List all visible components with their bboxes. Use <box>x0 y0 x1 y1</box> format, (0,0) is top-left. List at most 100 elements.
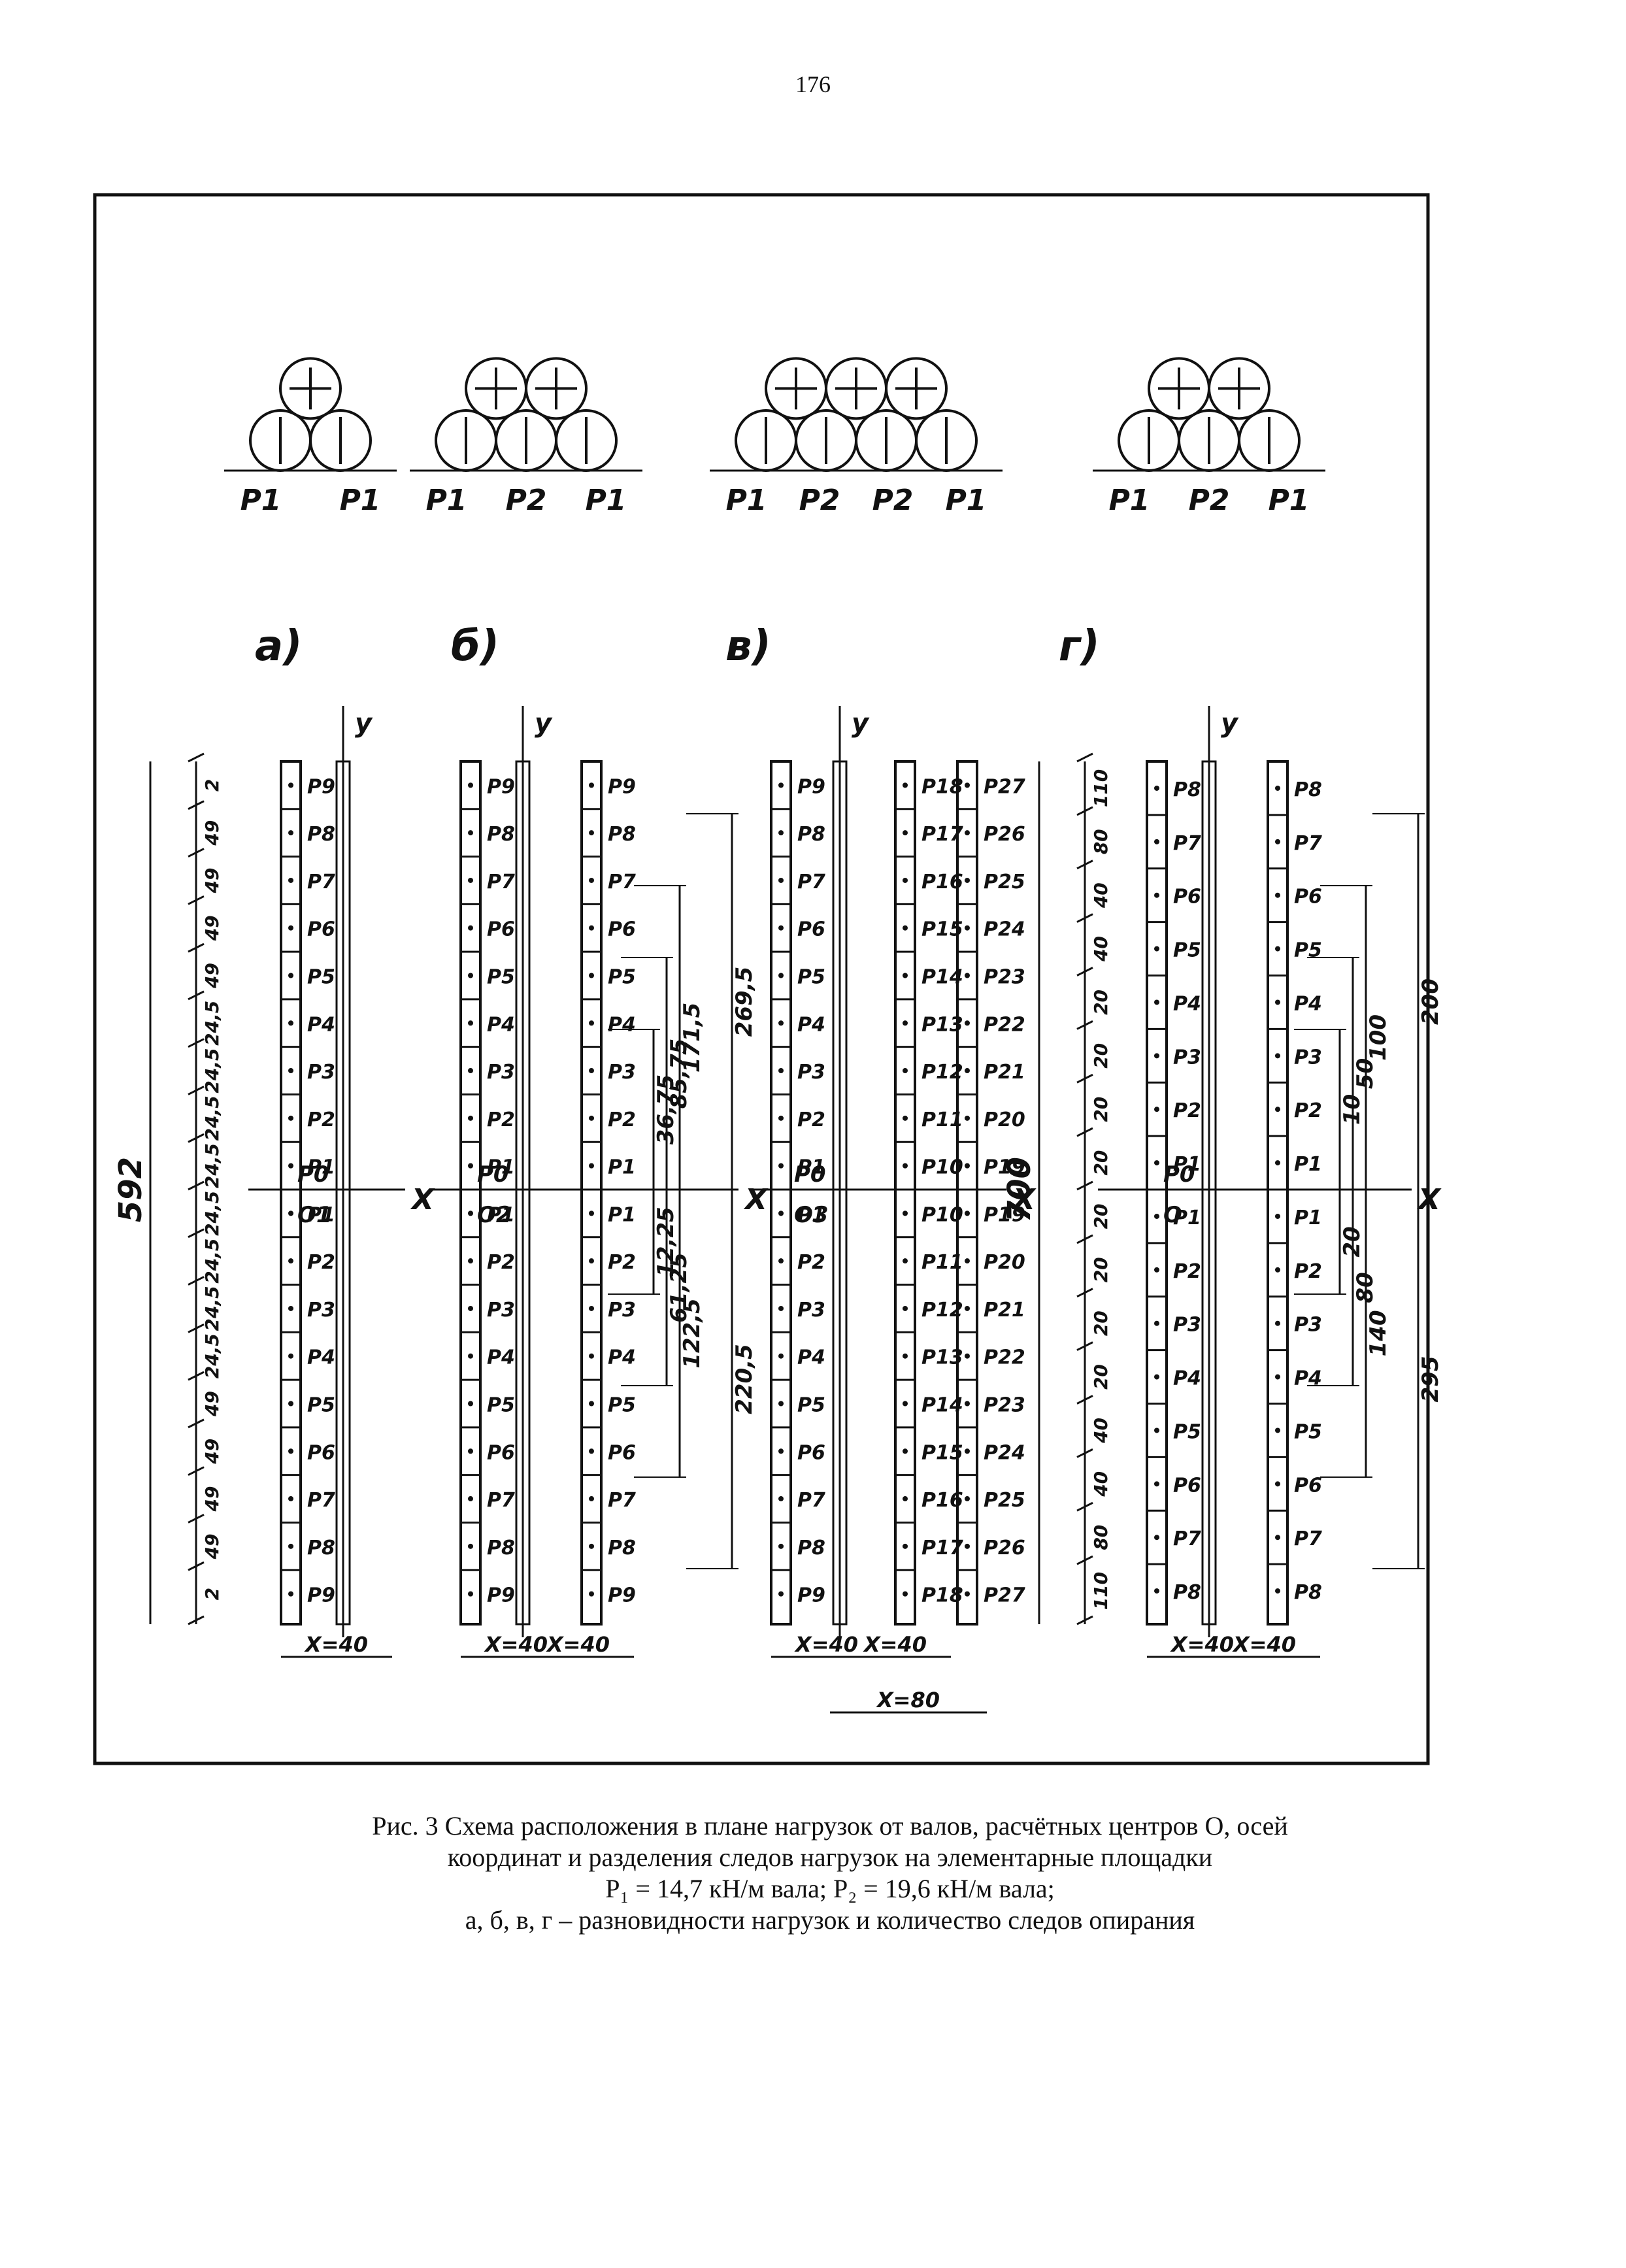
centroid-dot <box>1275 1213 1280 1219</box>
dimension-value: 20 <box>1090 1097 1112 1122</box>
dimension-value: 20 <box>1090 1043 1112 1069</box>
dimension-tick <box>188 1466 205 1476</box>
segment-label: P3 <box>797 1299 825 1322</box>
centroid-dot <box>1154 1588 1159 1594</box>
load-schemes: а)yXP0O1P9P8P7P6P5P4P3P2P1P1P2P3P4P5P6P7… <box>112 622 1444 1714</box>
centroid-dot <box>589 1258 594 1264</box>
centroid-dot <box>965 1353 970 1359</box>
centroid-dot <box>778 1401 784 1407</box>
centroid-dot <box>965 1210 970 1216</box>
segment-label: P5 <box>1173 1420 1201 1443</box>
centroid-dot <box>589 973 594 978</box>
centroid-dot <box>965 877 970 883</box>
centroid-dot <box>778 1496 784 1502</box>
centroid-dot <box>589 1020 594 1026</box>
segment-label: P5 <box>307 966 335 989</box>
segment-label: P1 <box>1294 1153 1322 1176</box>
dimension-value: 49 <box>201 820 223 846</box>
dimension-tick <box>188 1615 205 1626</box>
centroid-dot <box>778 1068 784 1074</box>
segment-label: P2 <box>1173 1260 1201 1283</box>
dimension-value: 24,5 <box>201 1143 223 1188</box>
segment-label: P23 <box>984 966 1025 989</box>
strip-outline <box>280 760 302 1626</box>
dimension-value: 220,5 <box>731 1344 757 1414</box>
strip-outline <box>459 760 482 1626</box>
centroid-dot <box>778 877 784 883</box>
centroid-dot <box>1275 999 1280 1005</box>
dimension-value: 110 <box>1090 1572 1112 1610</box>
segment-label: P8 <box>1294 1581 1322 1604</box>
load-label: P2 <box>799 484 840 517</box>
dimension-value: 24,5 <box>201 1191 223 1236</box>
top-roller <box>279 357 342 420</box>
segment-label: P2 <box>608 1109 636 1131</box>
dimension-value: 80 <box>1090 829 1112 854</box>
bottom-roller <box>1238 409 1301 472</box>
centroid-dot <box>903 1401 908 1407</box>
segment-label: P3 <box>487 1061 515 1084</box>
segment-label: P6 <box>1173 886 1201 909</box>
segment-label: P1 <box>1173 1153 1201 1176</box>
load-strip: P27P26P25P24P23P22P21P20P19P19P20P21P22P… <box>956 760 1025 1626</box>
centroid-dot <box>1275 1481 1280 1487</box>
y-axis-label: y <box>355 709 373 739</box>
segment-label: P9 <box>608 1584 636 1607</box>
segment-label: P3 <box>1294 1314 1322 1337</box>
centroid-dot <box>288 1591 293 1597</box>
segment-label: P3 <box>608 1299 636 1322</box>
strip-outline <box>1267 760 1289 1626</box>
dimension-value: 171,5 <box>679 1003 705 1073</box>
dimension-tick <box>1076 1020 1093 1030</box>
centroid-dot <box>468 782 473 788</box>
centroid-dot <box>965 1591 970 1597</box>
segment-label: P4 <box>1173 1367 1201 1390</box>
scheme: в)yXP0O3P9P8P7P6P5P4P3P2P1P1P2P3P4P5P6P7… <box>725 622 1037 1714</box>
dimension-value: 24,5 <box>201 1239 223 1284</box>
centroid-dot <box>589 925 594 931</box>
centroid-dot <box>903 1496 908 1502</box>
segment-label: P1 <box>608 1203 636 1226</box>
centroid-dot <box>1154 1535 1159 1541</box>
centroid-dot <box>288 1258 293 1264</box>
segment-label: P5 <box>608 1394 636 1417</box>
centroid-dot <box>468 1068 473 1074</box>
centroid-dot <box>589 782 594 788</box>
dimension-value: 100 <box>1365 1014 1391 1061</box>
dimension-tick <box>188 1561 205 1571</box>
segment-label: P5 <box>487 966 515 989</box>
centroid-dot <box>468 925 473 931</box>
centroid-dot <box>903 782 908 788</box>
centroid-dot <box>903 1353 908 1359</box>
centroid-dot <box>288 877 293 883</box>
segment-label: P2 <box>1294 1099 1322 1122</box>
centroid-dot <box>468 1258 473 1264</box>
dimension-value: 2 <box>201 779 223 792</box>
dimension-value: 24,5 <box>201 1001 223 1046</box>
segment-label: P22 <box>984 1013 1025 1036</box>
dimension-value: 20 <box>1090 1203 1112 1229</box>
centroid-dot <box>778 1210 784 1216</box>
dimension-value: 49 <box>201 1439 223 1465</box>
centroid-dot <box>468 877 473 883</box>
centroid-dot <box>903 973 908 978</box>
top-roller <box>525 357 588 420</box>
centroid-dot <box>778 1020 784 1026</box>
spacing-label: X=40 <box>546 1632 610 1657</box>
centroid-dot <box>468 1543 473 1549</box>
centroid-dot <box>965 1068 970 1074</box>
segment-label: P3 <box>307 1061 335 1084</box>
dimension-value: 40 <box>1090 1471 1112 1497</box>
dimension-value: 10 <box>1339 1094 1365 1125</box>
dimension-value: 80 <box>1090 1525 1112 1550</box>
centroid-dot <box>903 1115 908 1121</box>
segment-label: P7 <box>608 1489 636 1512</box>
segment-label: P5 <box>608 966 636 989</box>
centroid-dot <box>468 830 473 836</box>
central-strip <box>515 760 531 1626</box>
segment-label: P8 <box>608 823 636 846</box>
scheme: б)yXP0O2P9P8P7P6P5P4P3P2P1P1P2P3P4P5P6P7… <box>431 622 769 1658</box>
